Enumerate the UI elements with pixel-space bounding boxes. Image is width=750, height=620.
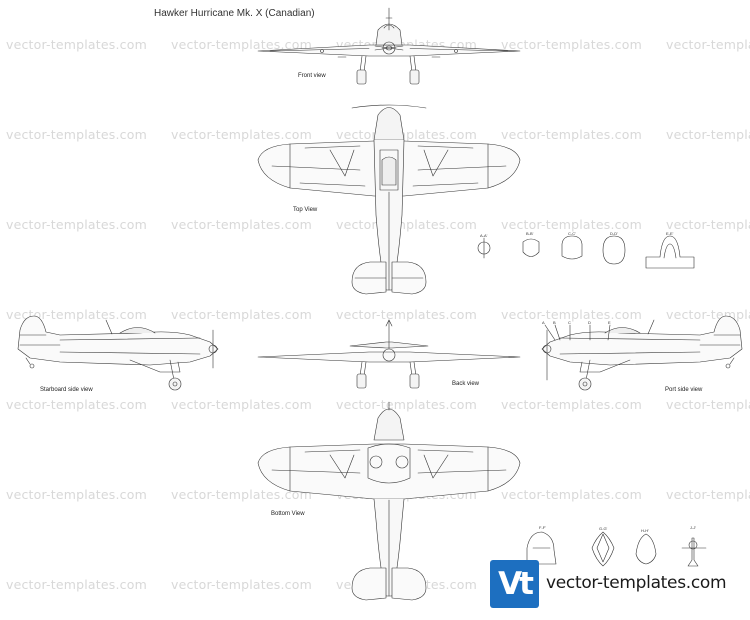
watermark-text: vector-templates.com <box>501 307 642 322</box>
watermark-row: vector-templates.com vector-templates.co… <box>0 307 750 323</box>
watermark-text: vector-templates.com <box>336 217 477 232</box>
watermark-row: vector-templates.com vector-templates.co… <box>0 397 750 413</box>
watermark-text: vector-templates.com <box>6 307 147 322</box>
section-label: C-C' <box>568 231 576 236</box>
section-label: B-B' <box>526 231 534 236</box>
station-marker: D <box>588 320 591 325</box>
watermark-text: vector-templates.com <box>6 487 147 502</box>
watermark-text: vector-templates.com <box>6 397 147 412</box>
station-marker: A <box>542 320 545 325</box>
watermark-text: vector-templates.com <box>666 217 750 232</box>
station-marker: B <box>553 320 556 325</box>
watermark-text: vector-templates.com <box>171 307 312 322</box>
back-view-drawing <box>257 319 521 389</box>
watermark-text: vector-templates.com <box>666 487 750 502</box>
section-label: G-G' <box>599 526 608 531</box>
watermark-text: vector-templates.com <box>336 397 477 412</box>
brand-logo-mark: Vt <box>498 566 534 602</box>
bottom-view-drawing <box>257 401 521 601</box>
watermark-text: vector-templates.com <box>171 397 312 412</box>
brand-logo-text: vector-templates.com <box>546 573 727 593</box>
starboard-view-label: Starboard side view <box>40 387 93 393</box>
watermark-text: vector-templates.com <box>171 577 312 592</box>
drawing-title: Hawker Hurricane Mk. X (Canadian) <box>154 8 315 19</box>
watermark-text: vector-templates.com <box>336 127 477 142</box>
watermark-text: vector-templates.com <box>171 37 312 52</box>
front-view-label: Front view <box>298 73 326 79</box>
watermark-text: vector-templates.com <box>6 217 147 232</box>
front-view-drawing <box>257 7 521 85</box>
section-label: H-H' <box>641 528 649 533</box>
section-label: E-E' <box>666 231 674 236</box>
watermark-text: vector-templates.com <box>336 307 477 322</box>
section-label: D-D' <box>610 231 618 236</box>
station-marker: C <box>568 320 571 325</box>
cross-sections-top <box>477 235 695 269</box>
watermark-text: vector-templates.com <box>666 127 750 142</box>
watermark-text: vector-templates.com <box>666 397 750 412</box>
watermark-text: vector-templates.com <box>6 577 147 592</box>
station-marker: E <box>608 320 611 325</box>
watermark-text: vector-templates.com <box>666 37 750 52</box>
section-label: A-A' <box>480 233 488 238</box>
port-view-label: Port side view <box>665 387 703 393</box>
watermark-text: vector-templates.com <box>501 397 642 412</box>
section-label: F-F' <box>539 525 546 530</box>
watermark-row: vector-templates.com vector-templates.co… <box>0 217 750 233</box>
top-view-label: Top View <box>293 207 318 213</box>
watermark-text: vector-templates.com <box>171 217 312 232</box>
port-side-view-drawing <box>541 315 743 391</box>
watermark-text: vector-templates.com <box>501 37 642 52</box>
starboard-side-view-drawing <box>17 315 219 391</box>
watermark-text: vector-templates.com <box>6 127 147 142</box>
section-label: J-J' <box>690 525 697 530</box>
bottom-view-label: Bottom View <box>271 511 305 517</box>
watermark-text: vector-templates.com <box>501 217 642 232</box>
brand-logo-icon: Vt <box>490 560 539 608</box>
watermark-text: vector-templates.com <box>501 127 642 142</box>
watermark-text: vector-templates.com <box>171 487 312 502</box>
top-view-drawing <box>257 104 521 295</box>
watermark-row: vector-templates.com vector-templates.co… <box>0 127 750 143</box>
watermark-text: vector-templates.com <box>6 37 147 52</box>
back-view-label: Back view <box>452 381 480 387</box>
cross-sections-bottom <box>526 531 707 567</box>
watermark-text: vector-templates.com <box>171 127 312 142</box>
watermark-text: vector-templates.com <box>501 487 642 502</box>
